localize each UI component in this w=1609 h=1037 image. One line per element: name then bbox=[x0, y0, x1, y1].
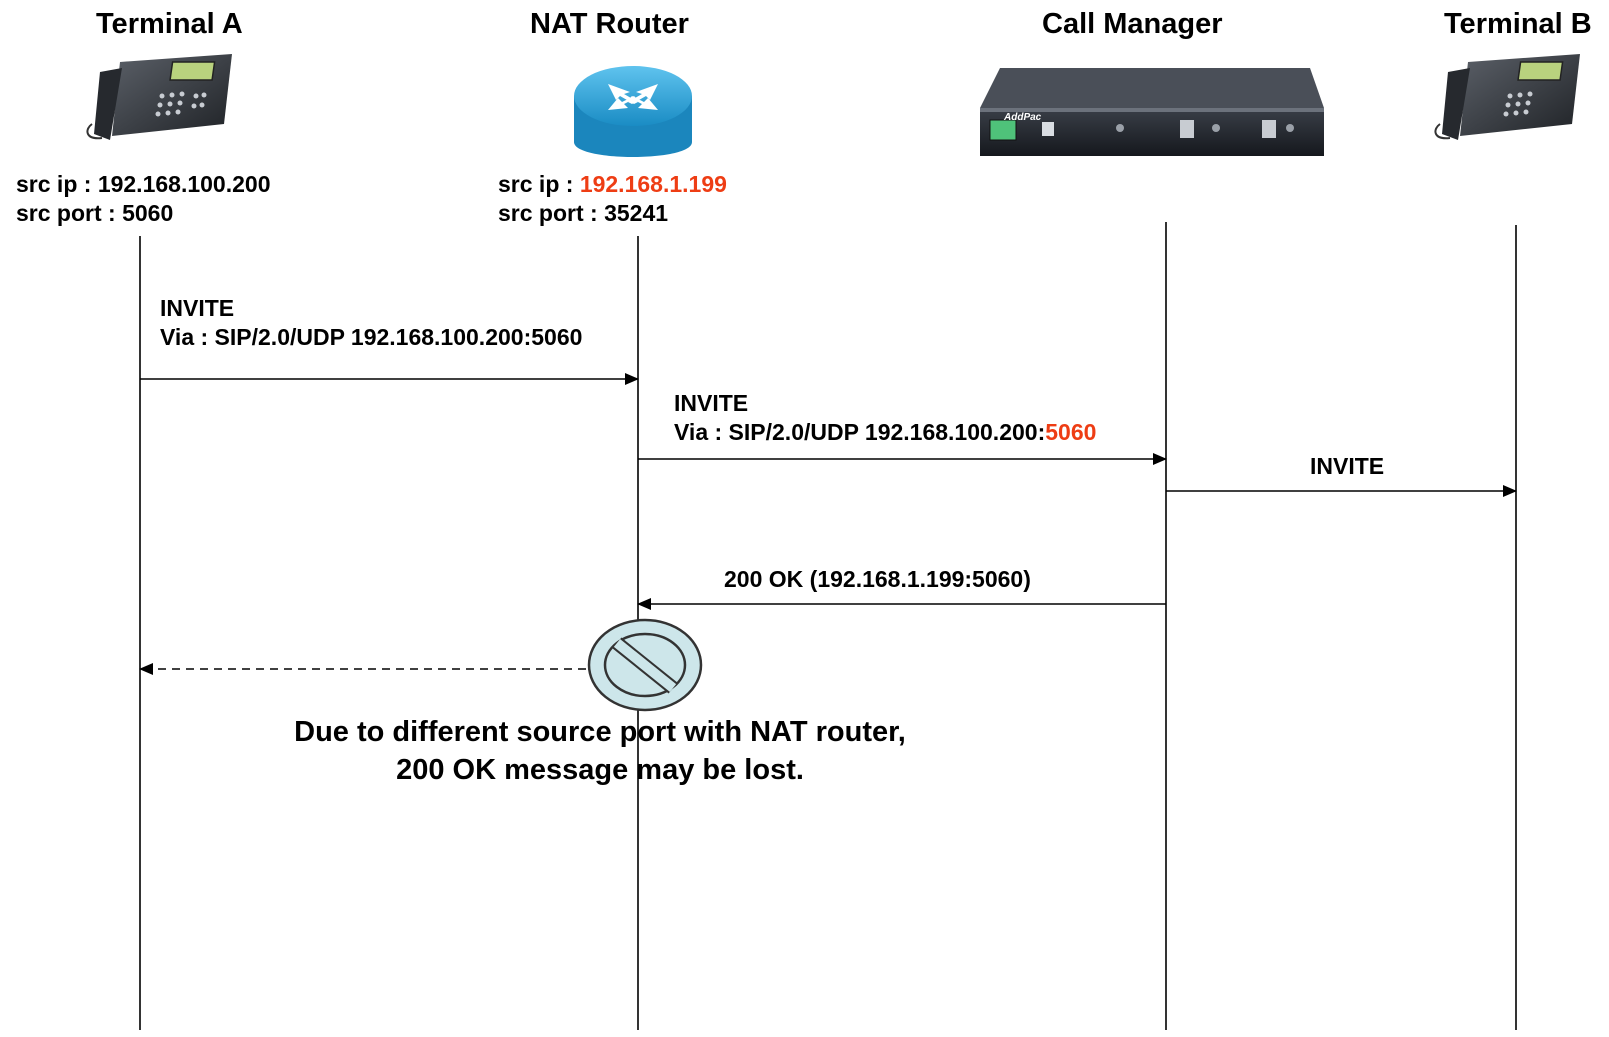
call-manager-brand: AddPac bbox=[1003, 112, 1042, 123]
src-ip-value: 192.168.100.200 bbox=[97, 171, 271, 197]
lost-message-note: Due to different source port with NAT ro… bbox=[250, 713, 950, 789]
nat-src-info: src ip : 192.168.1.199 src port : 35241 bbox=[498, 170, 727, 228]
message-method: INVITE bbox=[160, 295, 235, 321]
message-label-invite-2: INVITE Via : SIP/2.0/UDP 192.168.100.200… bbox=[674, 389, 1096, 447]
participant-title-terminal-a: Terminal A bbox=[96, 8, 243, 40]
message-via-port-highlight: 5060 bbox=[1045, 419, 1097, 445]
message-label-invite-1: INVITE Via : SIP/2.0/UDP 192.168.100.200… bbox=[160, 294, 582, 352]
note-line-2: 200 OK message may be lost. bbox=[396, 754, 804, 786]
prohibited-icon bbox=[587, 618, 703, 712]
participant-title-call-manager: Call Manager bbox=[1042, 8, 1223, 40]
message-method: INVITE bbox=[674, 390, 749, 416]
message-label-invite-3: INVITE bbox=[1310, 453, 1385, 479]
src-ip-label: src ip : bbox=[498, 171, 580, 197]
rack-gateway-icon bbox=[980, 68, 1324, 156]
src-ip-value-highlight: 192.168.1.199 bbox=[579, 171, 727, 197]
src-port-value: 5060 bbox=[122, 200, 174, 226]
participant-title-terminal-b: Terminal B bbox=[1444, 8, 1592, 40]
message-via: Via : SIP/2.0/UDP 192.168.100.200: bbox=[674, 419, 1046, 445]
src-ip-label: src ip : bbox=[16, 171, 98, 197]
terminal-a-src-info: src ip : 192.168.100.200 src port : 5060 bbox=[16, 170, 270, 228]
message-label-200-ok: 200 OK (192.168.1.199:5060) bbox=[724, 566, 1031, 592]
message-via: Via : SIP/2.0/UDP 192.168.100.200:5060 bbox=[160, 324, 583, 350]
note-line-1: Due to different source port with NAT ro… bbox=[294, 716, 906, 748]
src-port-label: src port : bbox=[16, 200, 123, 226]
router-icon bbox=[574, 66, 692, 157]
participant-title-nat-router: NAT Router bbox=[530, 8, 689, 40]
desk-phone-icon bbox=[86, 54, 232, 140]
src-port-label: src port : bbox=[498, 200, 605, 226]
src-port-value: 35241 bbox=[604, 200, 669, 226]
desk-phone-icon bbox=[1434, 54, 1580, 140]
